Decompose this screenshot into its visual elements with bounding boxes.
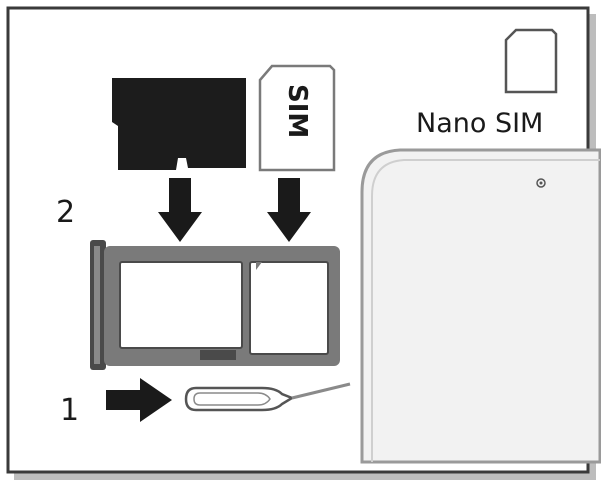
arrow-down-left-icon [158, 178, 202, 242]
arrow-down-right-icon [267, 178, 311, 242]
sim-card-label: SIM [282, 84, 312, 138]
arrow-right-icon [106, 378, 172, 422]
sim-card-icon: SIM [258, 64, 336, 172]
step-2-label: 2 [56, 195, 75, 230]
tray-slot-right [249, 261, 329, 355]
microsd-card-icon [112, 78, 246, 170]
phone-dot-icon [536, 178, 546, 188]
sim-eject-pin-icon [184, 382, 351, 412]
sim-tray-icon [90, 240, 340, 370]
phone-body-icon [360, 148, 601, 464]
nano-sim-label: Nano SIM [416, 108, 543, 139]
step-1-label: 1 [60, 393, 79, 428]
nano-sim-icon [504, 28, 558, 94]
tray-slot-left [119, 261, 243, 349]
